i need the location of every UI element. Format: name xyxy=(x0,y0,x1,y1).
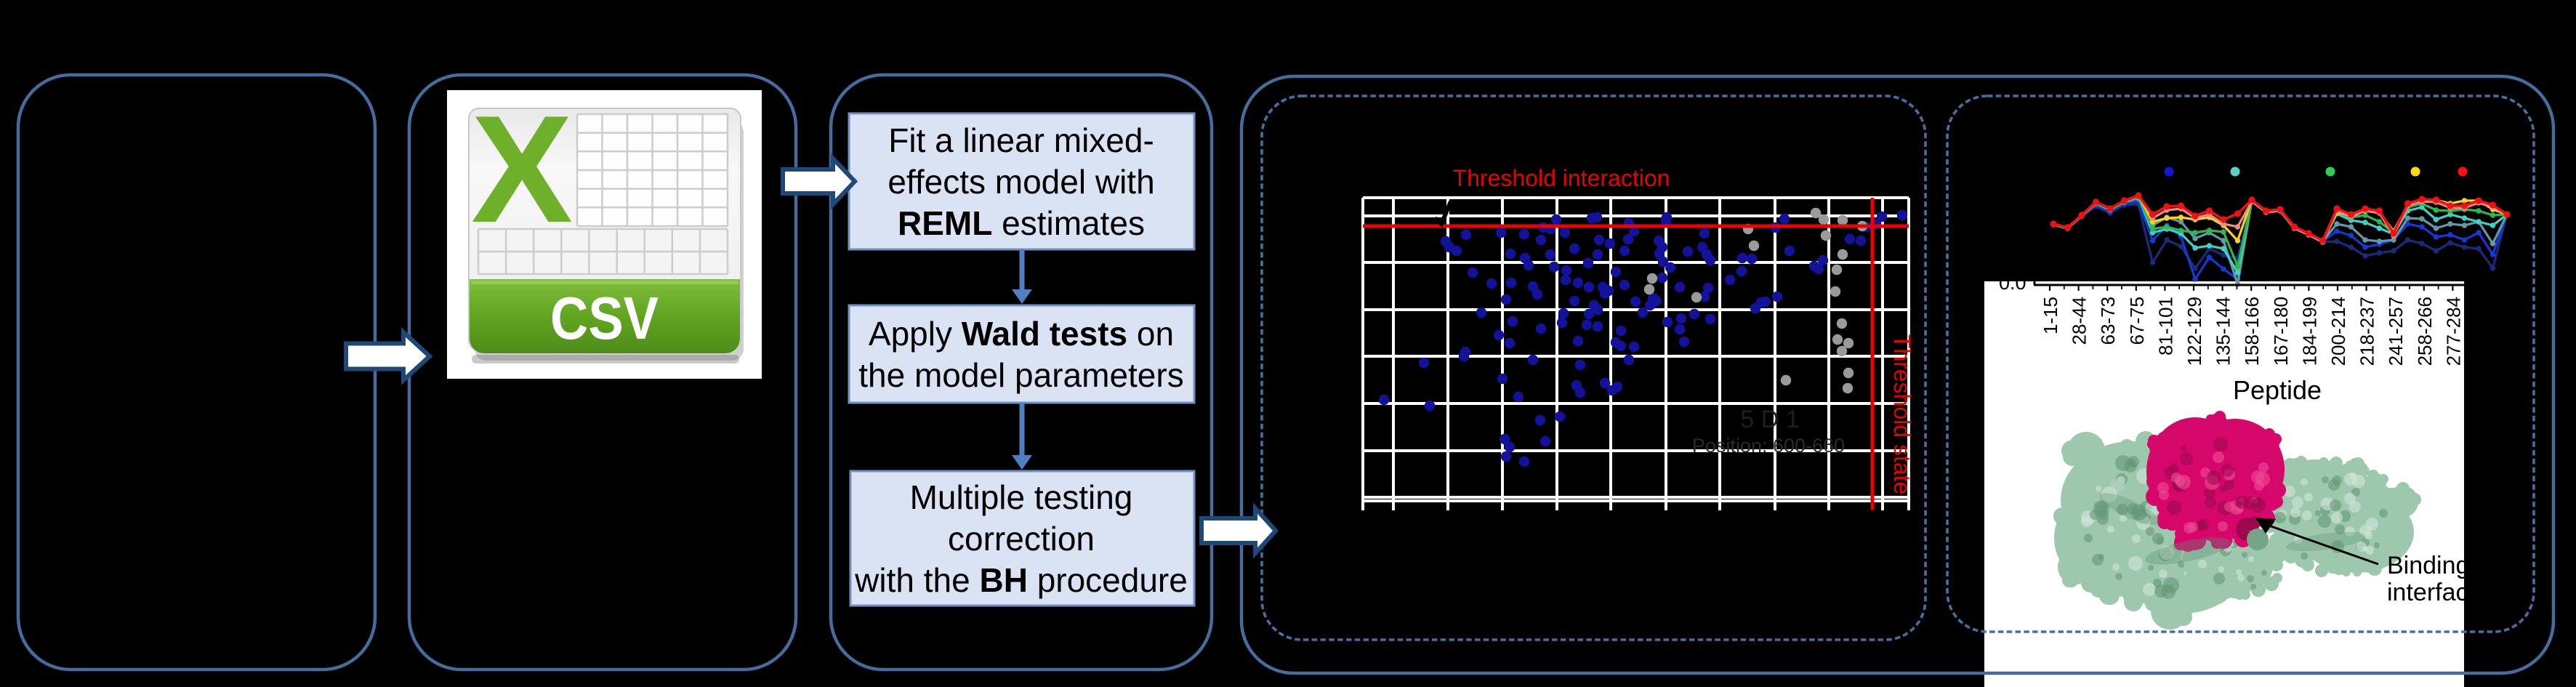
svg-text:X: X xyxy=(471,84,573,254)
svg-text:184-199: 184-199 xyxy=(2298,297,2320,366)
svg-text:Position: 600-660: Position: 600-660 xyxy=(1692,435,1845,457)
svg-text:81-101: 81-101 xyxy=(2154,297,2176,355)
svg-text:Apply Wald tests on: Apply Wald tests on xyxy=(869,315,1174,353)
svg-text:67-75: 67-75 xyxy=(2126,297,2148,345)
svg-text:241-257: 241-257 xyxy=(2385,297,2407,366)
svg-text:277-284: 277-284 xyxy=(2442,297,2464,366)
svg-text:Threshold interaction: Threshold interaction xyxy=(1453,165,1670,191)
svg-text:Fit a linear mixed-: Fit a linear mixed- xyxy=(888,121,1154,159)
svg-text:63-73: 63-73 xyxy=(2097,297,2119,345)
svg-text:28-44: 28-44 xyxy=(2069,297,2090,345)
svg-text:122-129: 122-129 xyxy=(2183,297,2205,366)
svg-text:135-144: 135-144 xyxy=(2213,297,2234,366)
svg-text:interface: interface xyxy=(2387,579,2482,606)
svg-text:Multiple testing: Multiple testing xyxy=(910,478,1133,516)
svg-text:CSV: CSV xyxy=(550,284,659,352)
svg-text:the model parameters: the model parameters xyxy=(858,356,1183,394)
svg-text:Threshold state: Threshold state xyxy=(1889,334,1915,495)
svg-text:Binding: Binding xyxy=(2387,552,2469,579)
svg-text:5 D 1: 5 D 1 xyxy=(1740,406,1799,433)
svg-text:167-180: 167-180 xyxy=(2270,297,2292,366)
svg-text:REML estimates: REML estimates xyxy=(898,204,1145,242)
svg-text:200-214: 200-214 xyxy=(2327,297,2349,366)
svg-text:Peptide: Peptide xyxy=(2233,375,2322,405)
svg-text:0.0: 0.0 xyxy=(1999,272,2026,294)
svg-text:218-237: 218-237 xyxy=(2356,297,2378,366)
svg-text:1-15: 1-15 xyxy=(2040,297,2061,334)
svg-text:correction: correction xyxy=(948,520,1095,558)
svg-text:effects model with: effects model with xyxy=(887,163,1154,201)
svg-text:258-266: 258-266 xyxy=(2414,297,2436,366)
svg-text:158-166: 158-166 xyxy=(2241,297,2263,366)
svg-text:with the BH procedure: with the BH procedure xyxy=(854,561,1188,599)
